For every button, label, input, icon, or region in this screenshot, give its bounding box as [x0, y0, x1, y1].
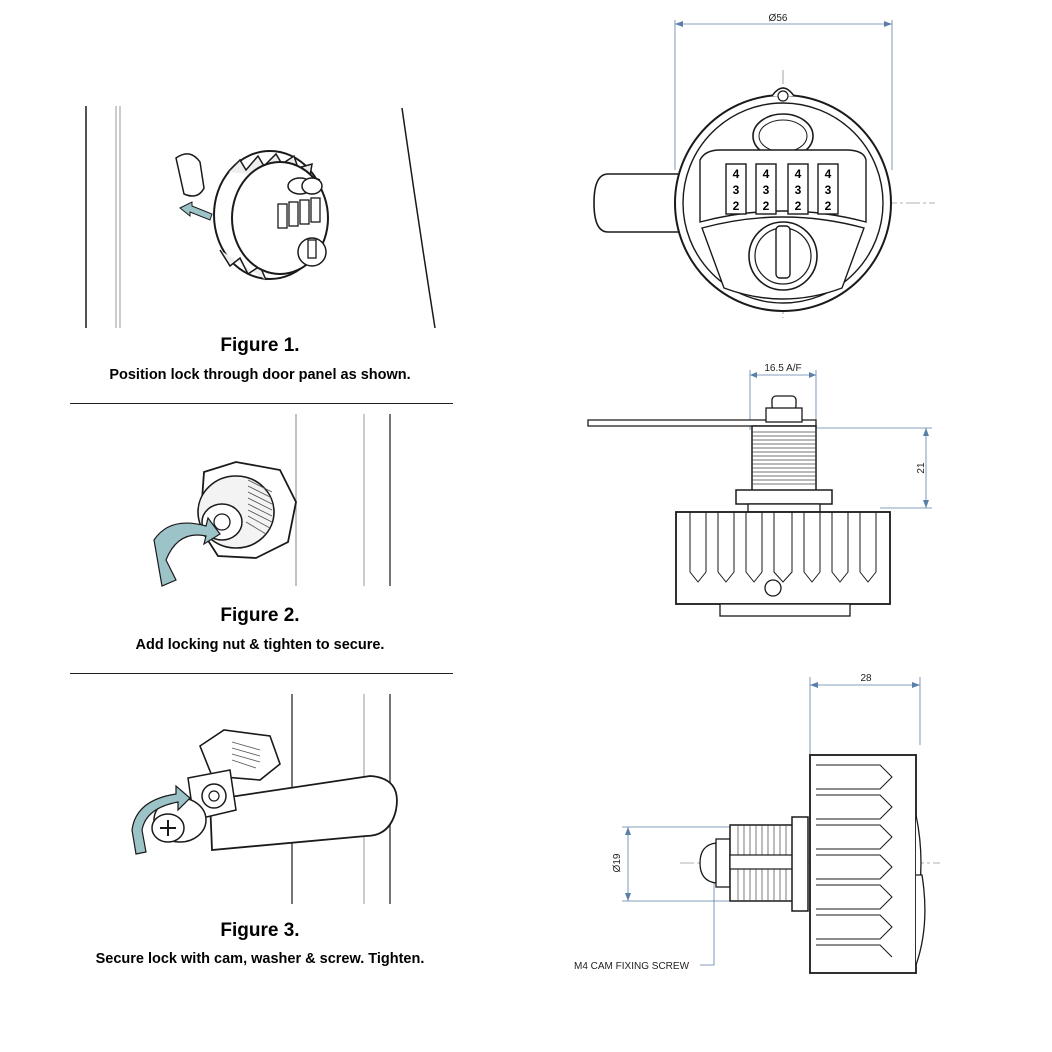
dial-digit: 4 [763, 167, 770, 181]
dial-digit: 4 [825, 167, 832, 181]
combination-lock-icon [213, 150, 329, 281]
figure-2-caption: Add locking nut & tighten to secure. [135, 637, 385, 653]
cam-bar-icon [593, 173, 680, 233]
figure-2-title: Figure 2. [220, 605, 300, 626]
screw-icon [151, 813, 185, 843]
front-view-drawing: Ø56 4 3 2 4 3 2 4 [593, 13, 935, 318]
figure-3-title: Figure 3. [220, 920, 300, 941]
dial-digit: 4 [733, 167, 740, 181]
figure-3-illustration [131, 694, 398, 904]
shaft-diameter-label: Ø19 [612, 853, 623, 872]
figure-3-caption: Secure lock with cam, washer & screw. Ti… [95, 951, 425, 967]
dial-3: 4 3 2 [787, 163, 809, 215]
figure-2-illustration [153, 414, 391, 587]
dial-digit: 2 [795, 199, 802, 213]
dial-digit: 3 [763, 183, 770, 197]
dial-digit: 2 [825, 199, 832, 213]
depth-label: 28 [860, 673, 872, 684]
figure-1-caption: Position lock through door panel as show… [109, 367, 411, 383]
flat-width-label: 16.5 A/F [764, 363, 801, 374]
figure-1-title: Figure 1. [220, 335, 300, 356]
dial-digit: 3 [795, 183, 802, 197]
dial-1: 4 3 2 [725, 163, 747, 215]
figure-1-illustration [85, 106, 436, 329]
combination-dials: 4 3 2 4 3 2 4 3 2 4 3 2 [725, 163, 839, 215]
dial-digit: 3 [733, 183, 740, 197]
threaded-shaft-icon [729, 816, 809, 912]
lock-body-icon [675, 511, 891, 617]
dial-digit: 3 [825, 183, 832, 197]
rotate-arrow-icon [131, 784, 191, 855]
screw-icon [699, 838, 731, 888]
side-view-drawing: 16.5 A/F 21 [587, 363, 932, 617]
dial-digit: 4 [795, 167, 802, 181]
screw-label: M4 CAM FIXING SCREW [574, 961, 690, 972]
lock-body-icon [199, 729, 281, 781]
rotate-arrow-icon [153, 516, 221, 587]
height-label: 21 [916, 462, 927, 474]
profile-view-drawing: 28 Ø19 M4 CAM FIXING SCREW [574, 673, 940, 974]
diameter-label: Ø56 [769, 13, 788, 24]
dial-2: 4 3 2 [755, 163, 777, 215]
insert-arrow-icon [179, 201, 213, 221]
locking-nut-icon [197, 461, 297, 559]
lock-body-icon [809, 754, 926, 974]
threaded-shaft-icon [735, 395, 833, 513]
lock-face-icon [674, 87, 892, 312]
divider [70, 403, 453, 404]
cover-plug-icon [175, 153, 205, 197]
dial-4: 4 3 2 [817, 163, 839, 215]
dial-digit: 2 [733, 199, 740, 213]
divider [70, 673, 453, 674]
dial-digit: 2 [763, 199, 770, 213]
